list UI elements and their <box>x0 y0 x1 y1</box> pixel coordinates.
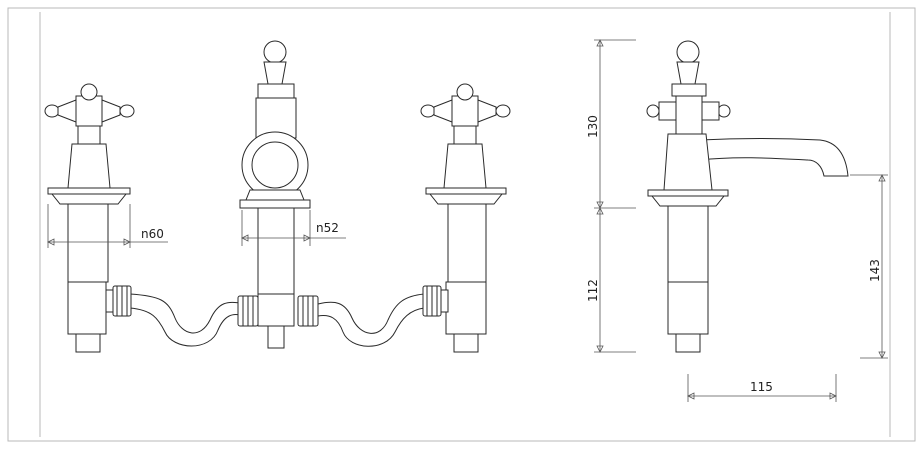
dim-spout-reach-label: 115 <box>750 380 773 394</box>
center-spout-body <box>237 40 319 349</box>
dim-left-diameter <box>47 204 168 248</box>
dim-upper-height-label: 130 <box>586 115 600 138</box>
right-cross-handle-valve <box>420 83 511 353</box>
dim-upper-height <box>594 39 636 209</box>
drawing-frame <box>7 7 916 442</box>
side-view-faucet <box>646 40 849 353</box>
dim-lower-height-label: 112 <box>586 279 600 302</box>
dim-left-diameter-label: n60 <box>141 227 164 241</box>
dim-center-diameter-label: n52 <box>316 221 339 235</box>
dim-spout-reach <box>687 374 837 402</box>
left-cross-handle-valve <box>44 83 135 353</box>
dim-spout-height <box>850 174 888 359</box>
dim-spout-height-label: 143 <box>868 259 882 282</box>
connecting-pipes <box>129 293 425 347</box>
dim-lower-height <box>594 207 636 353</box>
dim-center-diameter <box>241 210 346 246</box>
